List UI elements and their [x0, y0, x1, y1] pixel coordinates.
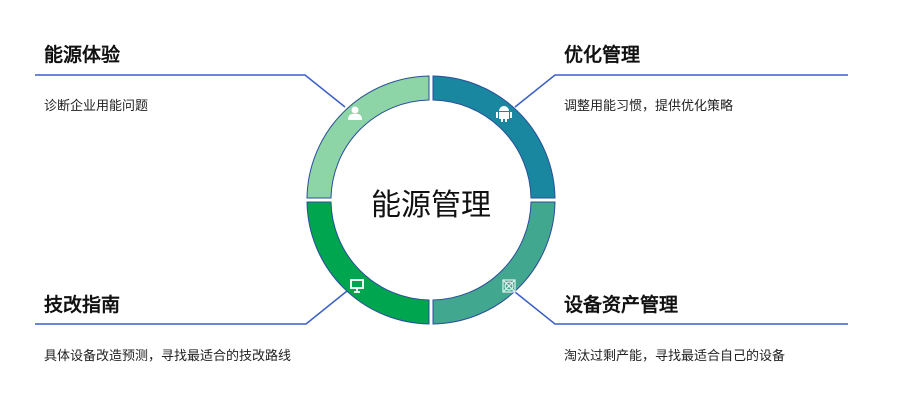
section-title-optimization: 优化管理 [564, 45, 641, 66]
section-title-retrofit-guide: 技改指南 [44, 295, 121, 316]
user-icon [348, 106, 362, 120]
segment-tr [432, 75, 556, 199]
android-icon [496, 106, 512, 122]
segment-tl [306, 75, 430, 199]
center-label: 能源管理 [371, 189, 491, 222]
section-title-energy-experience: 能源体验 [44, 45, 121, 66]
connector-top-left [35, 74, 346, 108]
connector-bottom-right [514, 291, 848, 325]
segment-bl [306, 201, 430, 325]
section-desc-energy-experience: 诊断企业用能问题 [44, 98, 149, 113]
settings-icon [502, 279, 516, 293]
segment-br [432, 201, 556, 325]
connector-top-right [514, 74, 848, 108]
connector-bottom-left [35, 290, 348, 325]
section-desc-optimization: 调整用能习惯，提供优化策略 [564, 98, 734, 113]
section-desc-asset-management: 淘汰过剩产能，寻找最适合自己的设备 [564, 348, 786, 363]
section-title-asset-management: 设备资产管理 [564, 295, 679, 316]
section-desc-retrofit-guide: 具体设备改造预测，寻找最适合的技改路线 [44, 348, 292, 363]
monitor-icon [350, 279, 364, 293]
